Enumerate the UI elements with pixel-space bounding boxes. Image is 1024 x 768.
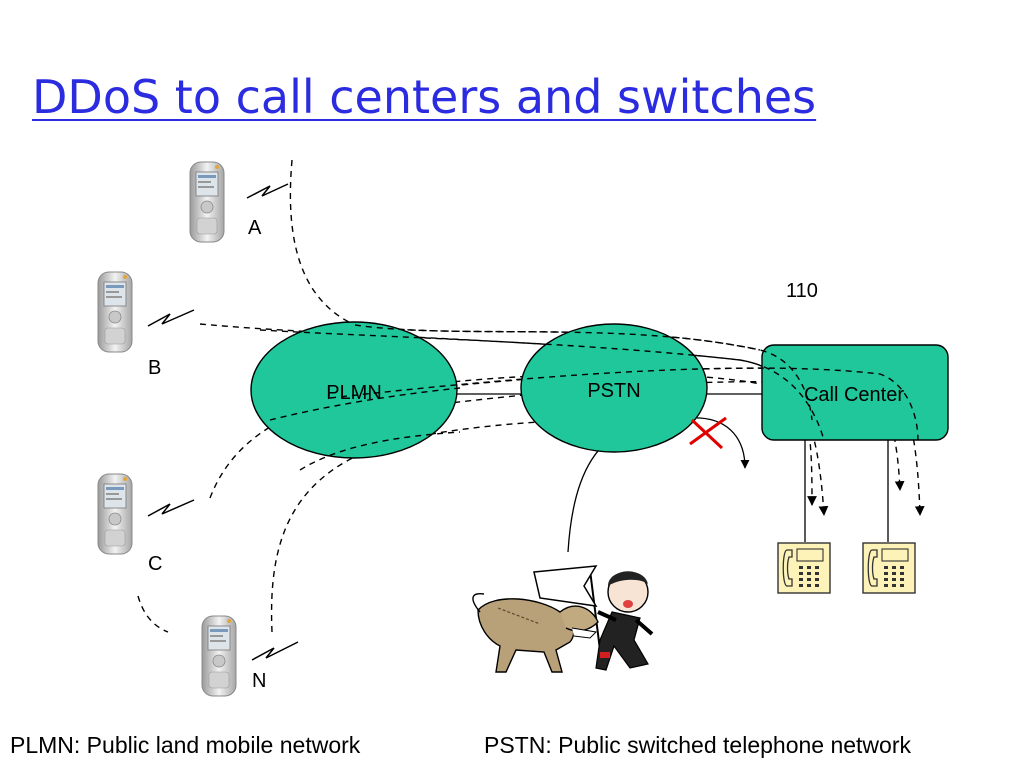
attack-path-c-overlay [269, 387, 461, 421]
plmn-label: PLMN [326, 382, 382, 404]
call-center-label: Call Center [804, 384, 904, 406]
attack-path-b-overlay [259, 329, 825, 441]
desk-phone-1-icon [777, 542, 831, 594]
phone-label-b: B [148, 357, 162, 379]
plmn-definition: PLMN: Public land mobile network [10, 732, 361, 758]
call-center-number: 110 [786, 280, 818, 302]
attack-path-n-overlay [299, 431, 461, 471]
phone-label-c: C [148, 553, 163, 575]
desk-phone-2-icon [862, 542, 916, 594]
radio-link-n-icon [251, 641, 299, 661]
blocked-call-icon [689, 416, 727, 450]
radio-link-c-icon [147, 499, 195, 517]
mobile-phone-b-icon [97, 271, 133, 353]
mobile-phone-n-icon [201, 615, 237, 697]
phone-label-a: A [248, 217, 262, 239]
dog-chasing-man-cartoon [472, 565, 654, 673]
radio-link-b-icon [147, 309, 195, 327]
phone-label-n: N [252, 670, 267, 692]
pstn-network [520, 323, 708, 453]
attack-path-a-overlay [354, 324, 813, 421]
mobile-phone-a-icon [189, 161, 225, 243]
attack-path-plmn-1-overlay [329, 367, 919, 441]
attack-path-n-tail [137, 595, 169, 633]
call-center-box [761, 344, 949, 441]
pstn-label: PSTN [587, 380, 640, 402]
pstn-definition: PSTN: Public switched telephone network [484, 732, 911, 758]
slide-title: DDoS to call centers and switches [32, 70, 817, 124]
radio-link-a-icon [246, 183, 289, 199]
plmn-network [250, 321, 458, 459]
mobile-phone-c-icon [97, 473, 133, 555]
